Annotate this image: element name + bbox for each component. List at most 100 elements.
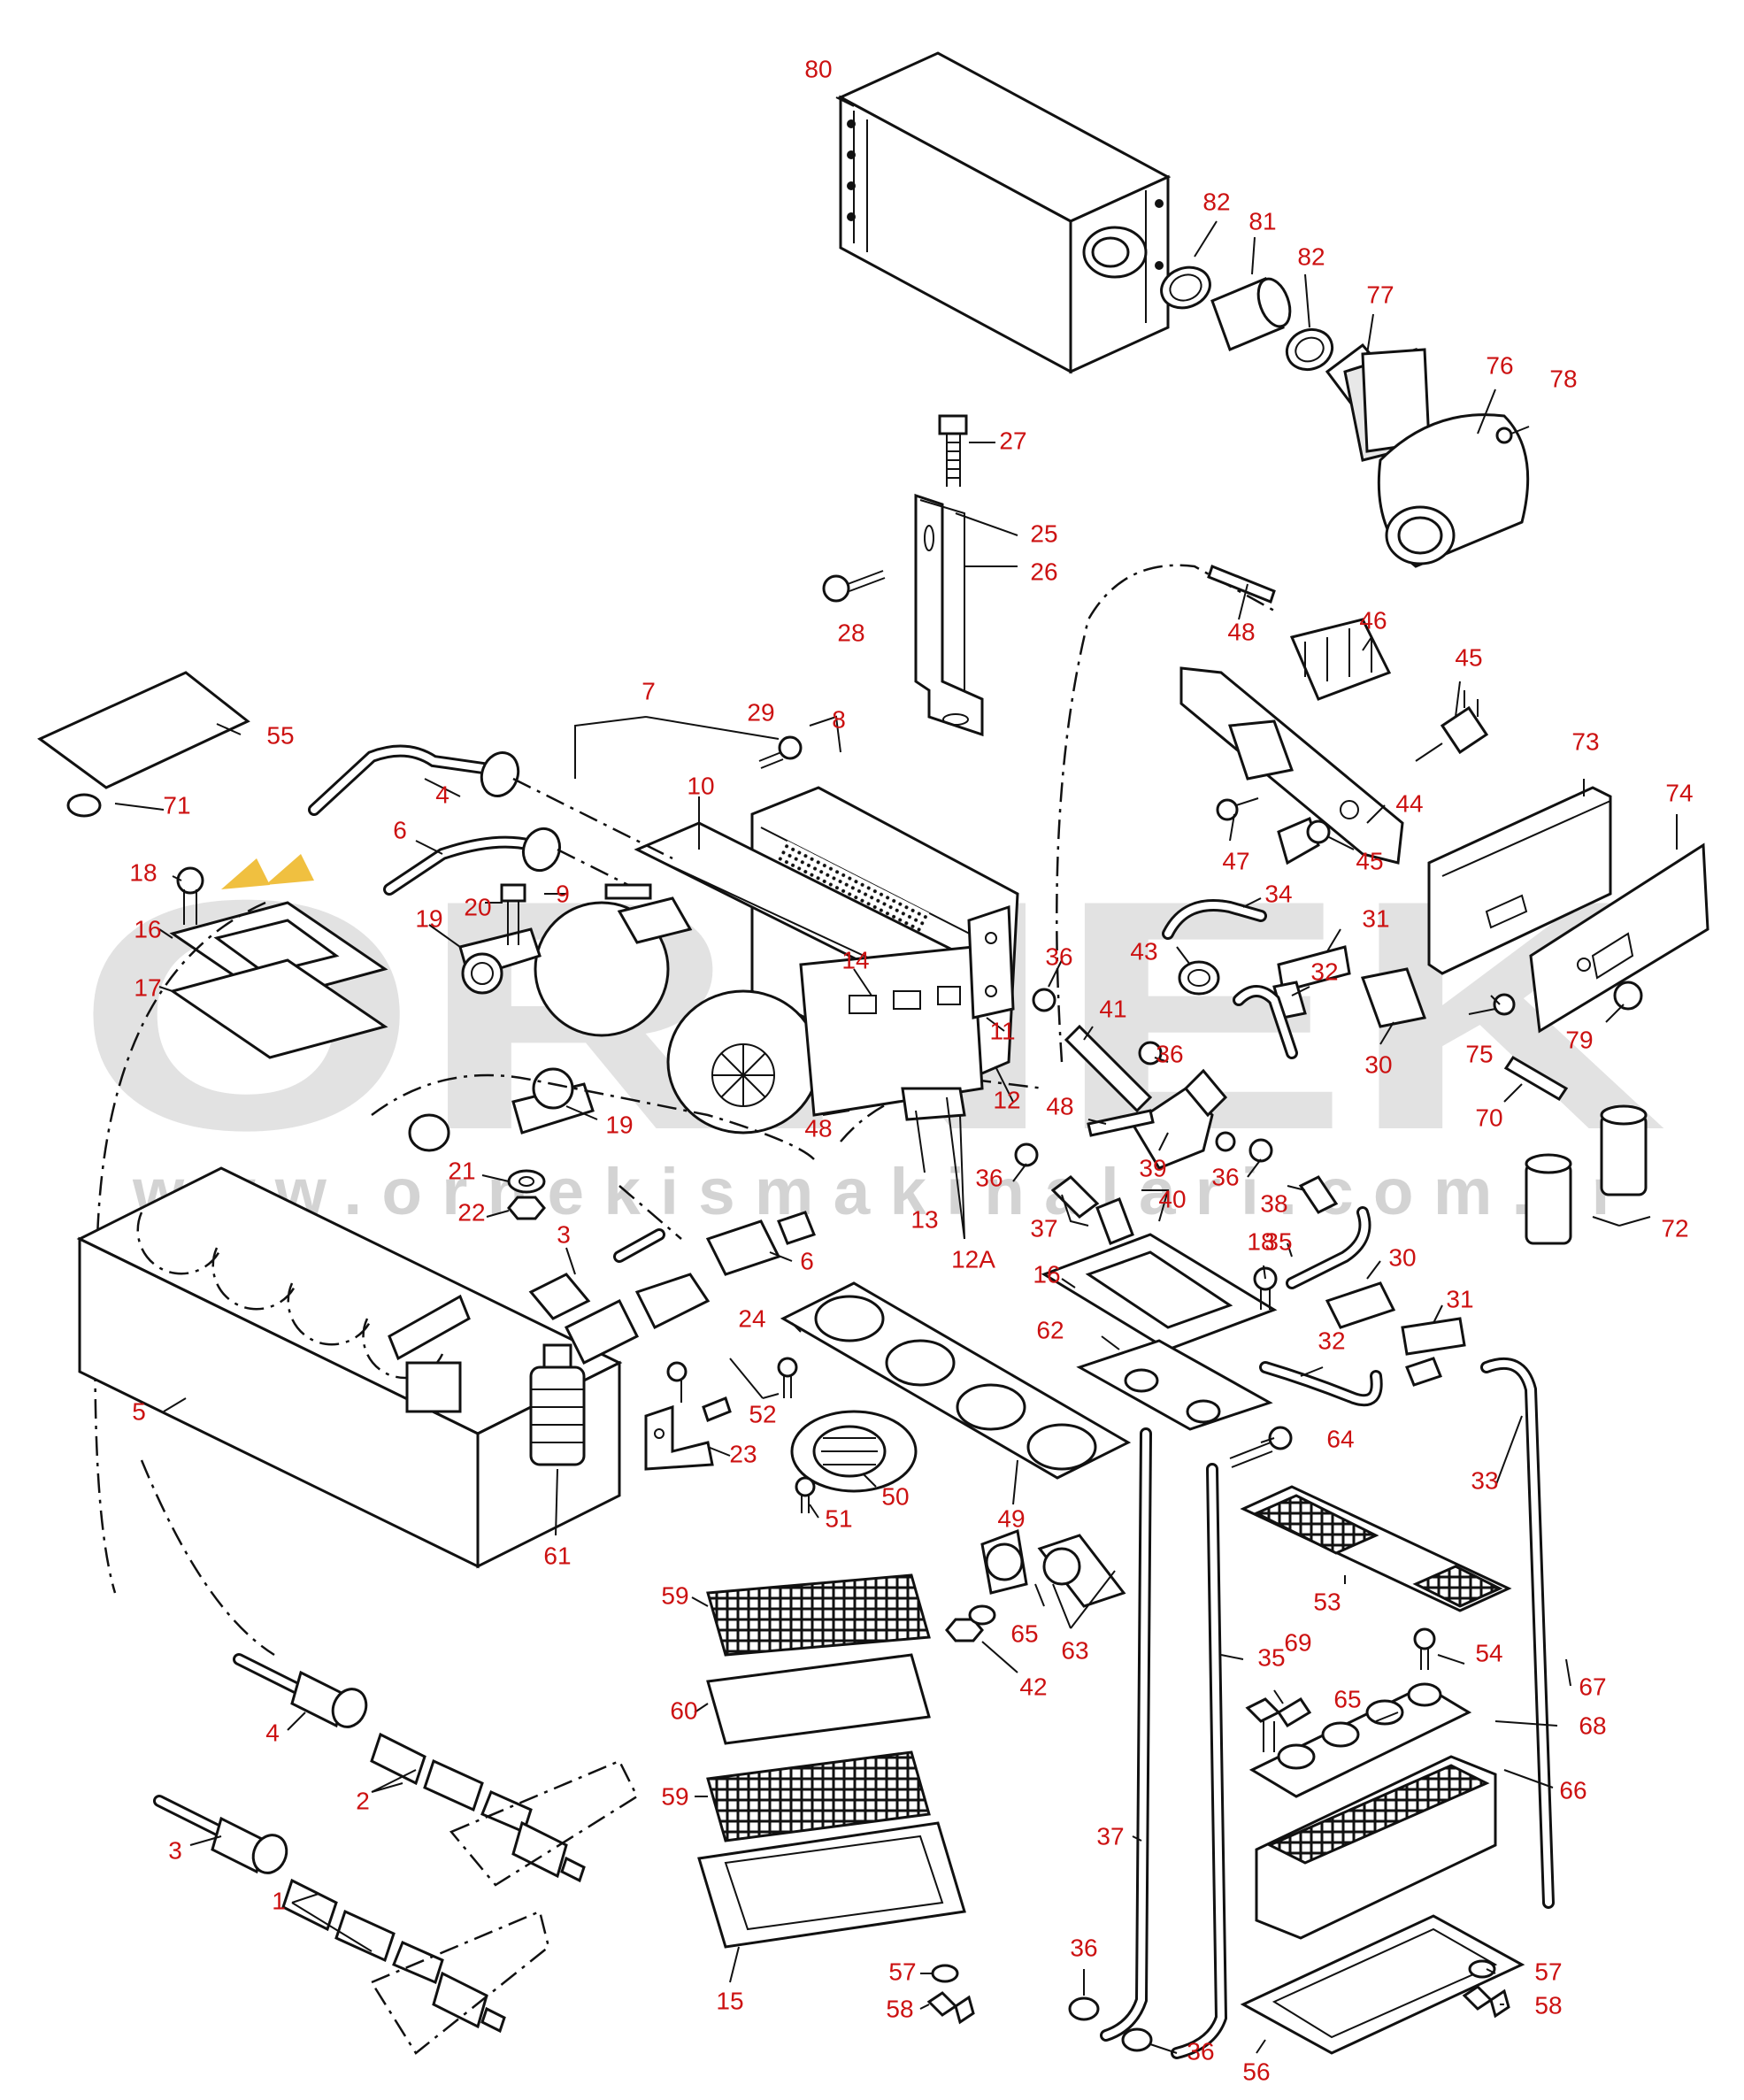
callout-30: 30 <box>1364 1050 1392 1078</box>
callout-81: 81 <box>1248 207 1276 235</box>
part-18-screw <box>176 866 204 925</box>
callout-45: 45 <box>1455 643 1482 671</box>
callout-17: 17 <box>134 973 161 1001</box>
part-35-hose <box>1286 1206 1371 1289</box>
part-o-ring <box>408 1113 450 1152</box>
part-5-heater-box <box>76 1166 623 1569</box>
callout-12: 12 <box>993 1086 1020 1113</box>
part-46-switch-block <box>1289 618 1392 701</box>
callout-80: 80 <box>804 55 832 82</box>
callout-73: 73 <box>1571 727 1599 755</box>
callout-48: 48 <box>1046 1092 1073 1119</box>
part-29-bolt <box>758 735 803 769</box>
callout-16: 16 <box>134 915 161 942</box>
callout-6: 6 <box>800 1247 814 1274</box>
callout-65: 65 <box>1010 1619 1038 1647</box>
callout-8: 8 <box>832 705 846 733</box>
part-80-blower-box <box>837 51 1172 374</box>
callout-41: 41 <box>1099 995 1126 1022</box>
callout-57: 57 <box>1534 1958 1562 1985</box>
callout-9: 9 <box>556 880 570 907</box>
part-79-knob <box>1613 981 1643 1011</box>
callout-62: 62 <box>1036 1316 1064 1343</box>
part-38-fitting <box>1298 1175 1339 1214</box>
part-74-cover-plate <box>1529 842 1709 1034</box>
callout-70: 70 <box>1475 1104 1502 1131</box>
callout-23: 23 <box>729 1440 757 1467</box>
callout-51: 51 <box>825 1504 852 1532</box>
part-32b-elbow <box>1259 1361 1383 1407</box>
part-9-fitting <box>604 883 652 900</box>
part-16-17-gaskets <box>169 901 388 1059</box>
callout-12A: 12A <box>951 1245 995 1273</box>
callout-76: 76 <box>1486 351 1513 379</box>
part-59-mesh <box>706 1573 931 1842</box>
part-16b-frame <box>1041 1233 1278 1351</box>
callout-56: 56 <box>1242 2058 1270 2085</box>
callout-14: 14 <box>841 946 869 973</box>
callout-75: 75 <box>1465 1040 1493 1067</box>
callout-11: 11 <box>989 1017 1015 1044</box>
part-blower-fans <box>534 896 820 1135</box>
callout-47: 47 <box>1222 847 1249 874</box>
callout-40: 40 <box>1158 1185 1186 1212</box>
callout-labels: 80 82 81 82 77 76 78 27 25 26 28 48 46 4… <box>129 55 1693 2085</box>
part-30b-tube <box>1325 1281 1396 1329</box>
callout-10: 10 <box>687 772 714 799</box>
callout-15: 15 <box>716 1987 743 2014</box>
callout-7: 7 <box>642 677 656 704</box>
callout-18: 18 <box>129 858 157 886</box>
callout-24: 24 <box>738 1304 765 1332</box>
callout-36: 36 <box>1045 942 1072 970</box>
callout-50: 50 <box>881 1482 909 1510</box>
callout-19: 19 <box>605 1111 633 1138</box>
part-27-bolt <box>938 414 968 487</box>
part-41-tube <box>1064 1024 1153 1113</box>
callout-46: 46 <box>1359 606 1387 634</box>
callout-71: 71 <box>163 791 190 819</box>
part-61-pump <box>529 1343 586 1466</box>
callout-48: 48 <box>1227 618 1255 645</box>
part-71-nut <box>66 793 102 818</box>
part-12A-wire <box>946 1096 965 1240</box>
part-49-gasket <box>780 1281 1132 1480</box>
part-51-screw <box>795 1476 816 1513</box>
callout-77: 77 <box>1366 281 1394 308</box>
callout-31: 31 <box>1362 904 1389 932</box>
callout-19: 19 <box>415 904 442 932</box>
leader-lines <box>114 96 1678 2054</box>
part-43-grommet <box>1178 960 1220 996</box>
callout-58: 58 <box>1534 1991 1562 2019</box>
callout-61: 61 <box>543 1542 571 1569</box>
callout-25: 25 <box>1030 519 1057 547</box>
callout-3: 3 <box>557 1220 571 1248</box>
callout-32: 32 <box>1318 1327 1345 1354</box>
part-69-wingnut <box>1245 1696 1312 1752</box>
part-3b-hose-fitting <box>153 1795 288 1874</box>
part-52-screws <box>666 1357 798 1422</box>
part-44-switch-panel <box>1179 666 1404 865</box>
callout-68: 68 <box>1579 1712 1606 1739</box>
callout-21: 21 <box>448 1157 475 1184</box>
part-82-clamp-2 <box>1285 327 1334 372</box>
part-19-clamp <box>458 927 595 1135</box>
part-39-40-valve <box>1130 1068 1236 1170</box>
part-54-screw <box>1413 1627 1436 1670</box>
part-25-26-bracket <box>914 493 984 737</box>
callout-31: 31 <box>1446 1285 1473 1312</box>
part-11-side-plate <box>967 904 1015 1019</box>
callout-27: 27 <box>999 427 1026 454</box>
callout-79: 79 <box>1565 1026 1593 1053</box>
part-2-coupling <box>370 1732 639 1887</box>
callout-3: 3 <box>168 1836 182 1864</box>
callout-29: 29 <box>747 698 774 726</box>
callout-55: 55 <box>266 721 294 749</box>
part-76-vent-cap <box>1377 413 1530 568</box>
callout-43: 43 <box>1130 937 1157 965</box>
part-64-bolt <box>1229 1426 1293 1468</box>
part-60-filter-pad <box>706 1653 931 1745</box>
part-47-screw <box>1216 797 1259 821</box>
part-75-screw <box>1468 993 1516 1016</box>
part-55-cover <box>37 671 250 789</box>
